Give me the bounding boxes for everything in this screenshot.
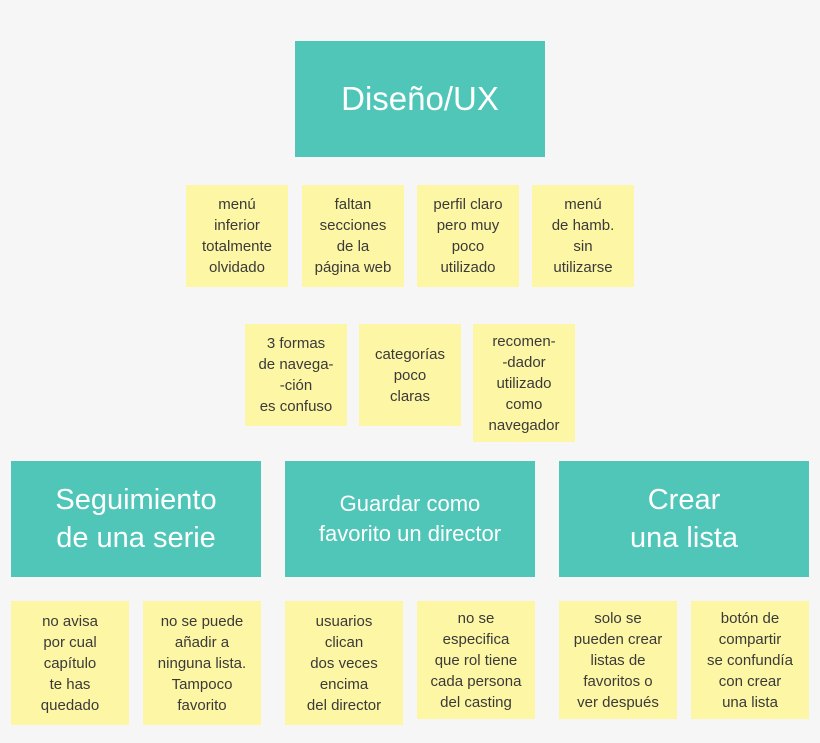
- category-title: Guardar como favorito un director: [318, 491, 502, 546]
- sticky-note: perfil claro pero muy poco utilizado: [417, 185, 519, 287]
- sticky-note: botón de compartir se confundía con crea…: [691, 601, 809, 719]
- main-title: Diseño/UX: [341, 80, 499, 117]
- sticky-note: menú de hamb. sin utilizarse: [532, 185, 634, 287]
- sticky-note: recomen- -dador utilizado como navegador: [473, 324, 575, 442]
- sticky-note: 3 formas de navega- -ción es confuso: [245, 324, 347, 426]
- sticky-note: faltan secciones de la página web: [302, 185, 404, 287]
- sticky-note: no se especifica que rol tiene cada pers…: [417, 601, 535, 719]
- sticky-note: no avisa por cual capítulo te has quedad…: [11, 601, 129, 725]
- main-title-box: Diseño/UX: [295, 41, 545, 157]
- category-box: Crear una lista: [559, 461, 809, 577]
- sticky-note: solo se pueden crear listas de favoritos…: [559, 601, 677, 719]
- sticky-note: no se puede añadir a ninguna lista. Tamp…: [143, 601, 261, 725]
- category-title: Crear una lista: [629, 484, 738, 554]
- sticky-note: usuarios clican dos veces encima del dir…: [285, 601, 403, 725]
- category-title: Seguimiento de una serie: [55, 484, 217, 554]
- sticky-note: categorías poco claras: [359, 324, 461, 426]
- category-box: Guardar como favorito un director: [285, 461, 535, 577]
- sticky-note: menú inferior totalmente olvidado: [186, 185, 288, 287]
- category-box: Seguimiento de una serie: [11, 461, 261, 577]
